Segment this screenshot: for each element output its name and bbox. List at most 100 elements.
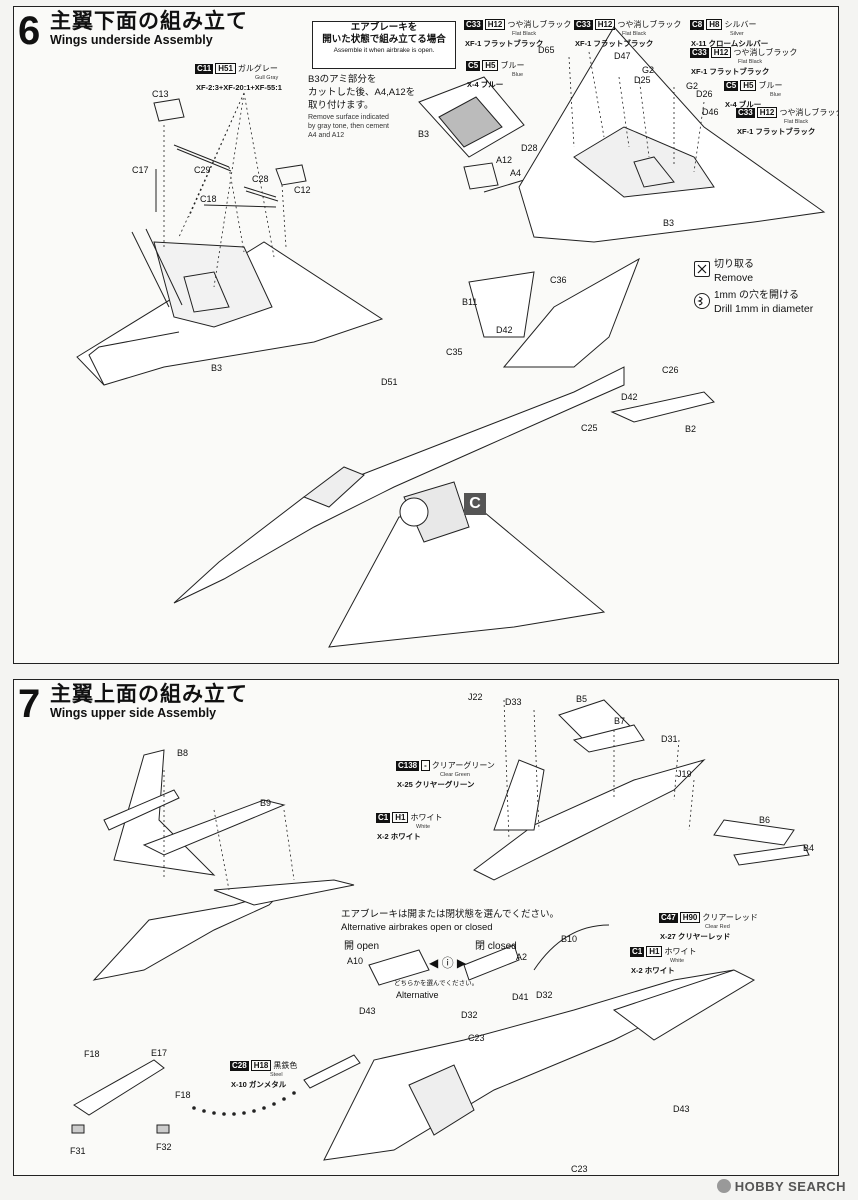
part-label: A10	[347, 956, 364, 966]
paint-name-jp: クリアーレッド	[702, 913, 758, 922]
legend-drill-jp: 1mm の穴を開ける	[714, 290, 799, 301]
legend-drill-en: Drill 1mm in diameter	[714, 303, 814, 315]
remove-surface-note-jp: B3のアミ部分を カットした後、A4,A12を 取り付けます。	[308, 73, 415, 112]
part-label: A2	[516, 952, 528, 962]
scissors-icon	[694, 261, 710, 277]
legend-remove-en: Remove	[714, 272, 754, 284]
alternative-note-jp: どちらかを選んでください。	[394, 980, 479, 987]
part-label: C12	[294, 185, 311, 195]
paint-name-jp: ホワイト	[664, 947, 697, 956]
paint-flat-black-2: C33 H12 つや消しブラック Flat Black XF-1 フラットブラッ…	[574, 19, 681, 48]
paint-h-code: H1	[392, 812, 409, 823]
open-label-en: open	[356, 941, 380, 952]
part-label: D41	[512, 992, 529, 1002]
part-label: B3	[418, 129, 430, 139]
wheel-bay-drawing	[408, 1064, 475, 1136]
lower-wing-drawing	[328, 511, 606, 648]
part-c12-drawing	[275, 164, 307, 186]
airbrake-closed-drawing	[463, 944, 520, 981]
paint-code: C5	[724, 80, 739, 91]
paint-code: C33	[690, 47, 709, 58]
paint-h-code: H12	[756, 107, 778, 118]
paint-code: C11	[195, 63, 214, 74]
part-label: J22	[468, 692, 483, 702]
part-c29-drawing	[173, 144, 232, 172]
step-number: 6	[18, 9, 41, 53]
paint-code: C33	[574, 19, 593, 30]
paint-h-code: H12	[484, 19, 506, 30]
paint-h-code: H5	[740, 80, 757, 91]
paint-code: C138	[396, 760, 420, 771]
part-f31-drawing	[71, 1124, 85, 1134]
part-label: C29	[194, 165, 211, 175]
step6-panel: 6 主翼下面の組み立て Wings underside Assembly エアブ…	[13, 6, 839, 664]
part-label: D47	[614, 51, 631, 61]
legend-remove-jp: 切り取る	[714, 259, 754, 270]
steel-part-drawing	[303, 1054, 361, 1089]
right-tail-drawing	[493, 759, 545, 831]
subassembly-c-badge: C	[464, 493, 486, 515]
part-label: B6	[759, 815, 771, 825]
paint-h-code: H12	[710, 47, 732, 58]
paint-name-en: White	[416, 824, 431, 830]
paint-name-jp: クリアーグリーン	[431, 761, 495, 770]
open-label: 開 open	[344, 942, 379, 952]
part-label: B5	[576, 694, 588, 704]
paint-line2: XF-1 フラットブラック	[465, 39, 544, 48]
paint-line2: X-10 ガンメタル	[231, 1080, 287, 1089]
closed-label-jp: 閉	[475, 941, 485, 952]
part-label: F31	[70, 1146, 86, 1156]
paint-mix: XF-2:3+XF-20:1+XF-55:1	[196, 83, 282, 92]
paint-h-code: H1	[646, 946, 663, 957]
paint-name-en: Blue	[770, 92, 782, 98]
paint-name-jp: つや消しブラック	[733, 48, 798, 57]
remove-note-jp-3: 取り付けます。	[308, 100, 374, 111]
step-title-jp: 主翼下面の組み立て	[50, 10, 248, 33]
paint-line2: X-27 クリヤーレッド	[660, 932, 731, 941]
part-b10-drawing	[533, 924, 610, 971]
part-label: C28	[252, 174, 269, 184]
watermark-logo-icon	[716, 1179, 731, 1193]
part-f32-drawing	[156, 1124, 170, 1134]
part-label: D46	[702, 107, 719, 117]
part-label: B2	[685, 424, 697, 434]
part-label: B3	[211, 363, 223, 373]
paint-name-en: White	[670, 958, 685, 964]
wheel-well-detail	[153, 241, 273, 328]
paint-name-jp: シルバー	[724, 20, 757, 29]
paint-name-en: Clear Red	[705, 924, 730, 930]
part-label: C17	[132, 165, 149, 175]
paint-steel: C28 H18 黒鉄色 Steel X-10 ガンメタル	[230, 1060, 297, 1089]
right-wing-drawing	[518, 26, 826, 243]
paint-name-jp: つや消しブラック	[779, 108, 839, 117]
part-label: B4	[803, 843, 815, 853]
paint-name-en: Silver	[730, 31, 744, 37]
airbrake-choice-en: Alternative airbrakes open or closed	[341, 922, 493, 933]
watermark: HOBBY SEARCH	[716, 1179, 846, 1194]
paint-code: C47	[659, 912, 678, 923]
part-label: F18	[175, 1090, 191, 1100]
step7-panel: 7 主翼上面の組み立て Wings upper side Assembly エア…	[13, 679, 839, 1176]
paint-name-jp: ホワイト	[410, 813, 443, 822]
paint-h-code: H5	[482, 60, 499, 71]
part-label: C25	[581, 423, 598, 433]
paint-name-jp: ガルグレー	[237, 64, 278, 73]
alternative-choice-icon: ◀ ⓘ ▶	[429, 956, 467, 970]
remove-surface-note-en: Remove surface indicated by gray tone, t…	[308, 113, 389, 140]
part-label: C13	[152, 89, 169, 99]
paint-line2: X-4 ブルー	[467, 80, 504, 89]
airbrake-choice-jp: エアブレーキは開または閉状態を選んでください。	[341, 909, 560, 920]
part-label: A12	[496, 155, 513, 165]
airbrake-note-jp-2: 開いた状態で組み立てる場合	[322, 34, 446, 45]
alternative-note-en: Alternative	[396, 990, 439, 1000]
part-label: D32	[461, 1010, 478, 1020]
paint-flat-black-1: C33 H12 つや消しブラック Flat Black XF-1 フラットブラッ…	[464, 19, 571, 48]
paint-name-en: Flat Black	[622, 31, 647, 37]
paint-line2: X-4 ブルー	[725, 100, 762, 109]
airbrake-open-drawing	[368, 949, 430, 986]
part-label: C26	[662, 365, 679, 375]
part-label: F32	[156, 1142, 172, 1152]
paint-clear-red: C47 H90 クリアーレッド Clear Red X-27 クリヤーレッド	[659, 912, 758, 941]
part-label: B8	[177, 748, 189, 758]
airbrake-note-jp-1: エアブレーキを	[350, 22, 418, 33]
